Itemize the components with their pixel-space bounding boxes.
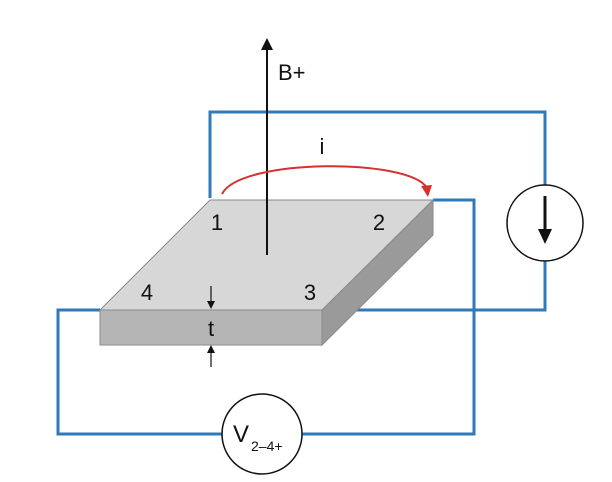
arrow-up-icon — [261, 38, 273, 50]
voltmeter: V 2–4+ — [221, 393, 303, 475]
current-source — [506, 184, 584, 262]
current-source-wire — [208, 110, 547, 312]
magnetic-field-label: B+ — [278, 60, 306, 85]
thickness-up-arrow-icon — [207, 345, 215, 353]
current-direction-arrow — [221, 165, 432, 197]
current-label: i — [320, 134, 325, 159]
voltmeter-subscript: 2–4+ — [251, 438, 283, 454]
down-arrow-in-circle-icon — [538, 196, 552, 244]
corner-2-label: 2 — [373, 210, 385, 235]
corner-3-label: 3 — [304, 280, 316, 305]
thickness-label: t — [208, 316, 214, 341]
corner-1-label: 1 — [211, 210, 223, 235]
corner-4-label: 4 — [141, 280, 153, 305]
voltmeter-circle-icon — [221, 393, 303, 475]
magnetic-field-arrow — [261, 38, 273, 255]
red-arrowhead-icon — [421, 185, 432, 197]
thickness-indicator — [207, 286, 215, 367]
voltmeter-label: V — [233, 421, 249, 448]
thickness-down-arrow-icon — [207, 301, 215, 309]
